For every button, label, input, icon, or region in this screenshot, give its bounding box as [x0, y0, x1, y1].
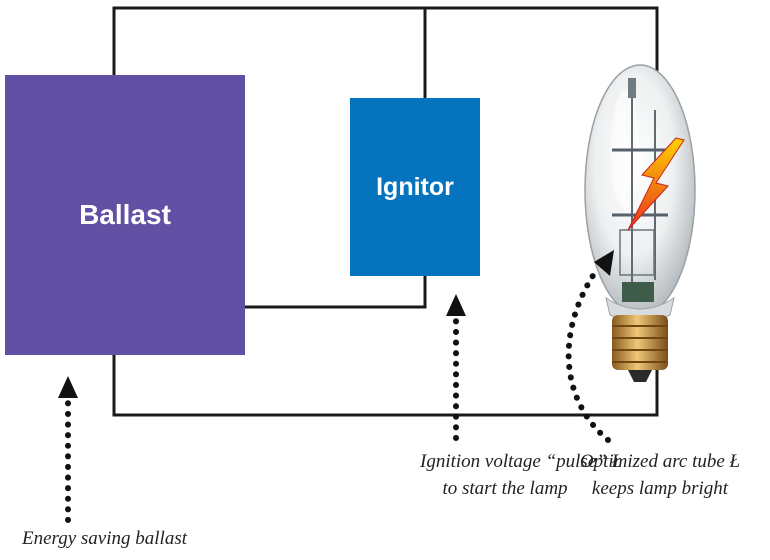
arc-tube-caption: Optimized arc tube Ł keeps lamp bright	[545, 448, 770, 502]
arc-caption-line1: Optimized arc tube Ł	[579, 451, 741, 472]
ignition-caption: Ignition voltage “pulse” Ł to start the …	[420, 448, 623, 502]
arc-caption-line2: keeps lamp bright	[591, 478, 729, 499]
ballast-caption: Energy saving ballast	[22, 528, 187, 549]
ignitor-label: Ignitor	[376, 172, 454, 201]
arc-tube-arrow	[565, 250, 614, 443]
ignition-caption-line2: to start the lamp	[442, 478, 568, 499]
wire-ignitor-loop	[245, 8, 427, 309]
ignitor-arrow	[446, 294, 466, 441]
ignition-caption-line1: Ignition voltage “pulse” Ł	[420, 451, 623, 472]
ballast-block: Ballast	[5, 75, 245, 355]
ballast-label: Ballast	[79, 199, 171, 230]
metal-halide-lamp-icon	[584, 64, 696, 382]
ballast-arrow	[58, 376, 78, 523]
ignitor-block: Ignitor	[350, 98, 480, 276]
lightning-bolt-icon	[627, 137, 685, 231]
